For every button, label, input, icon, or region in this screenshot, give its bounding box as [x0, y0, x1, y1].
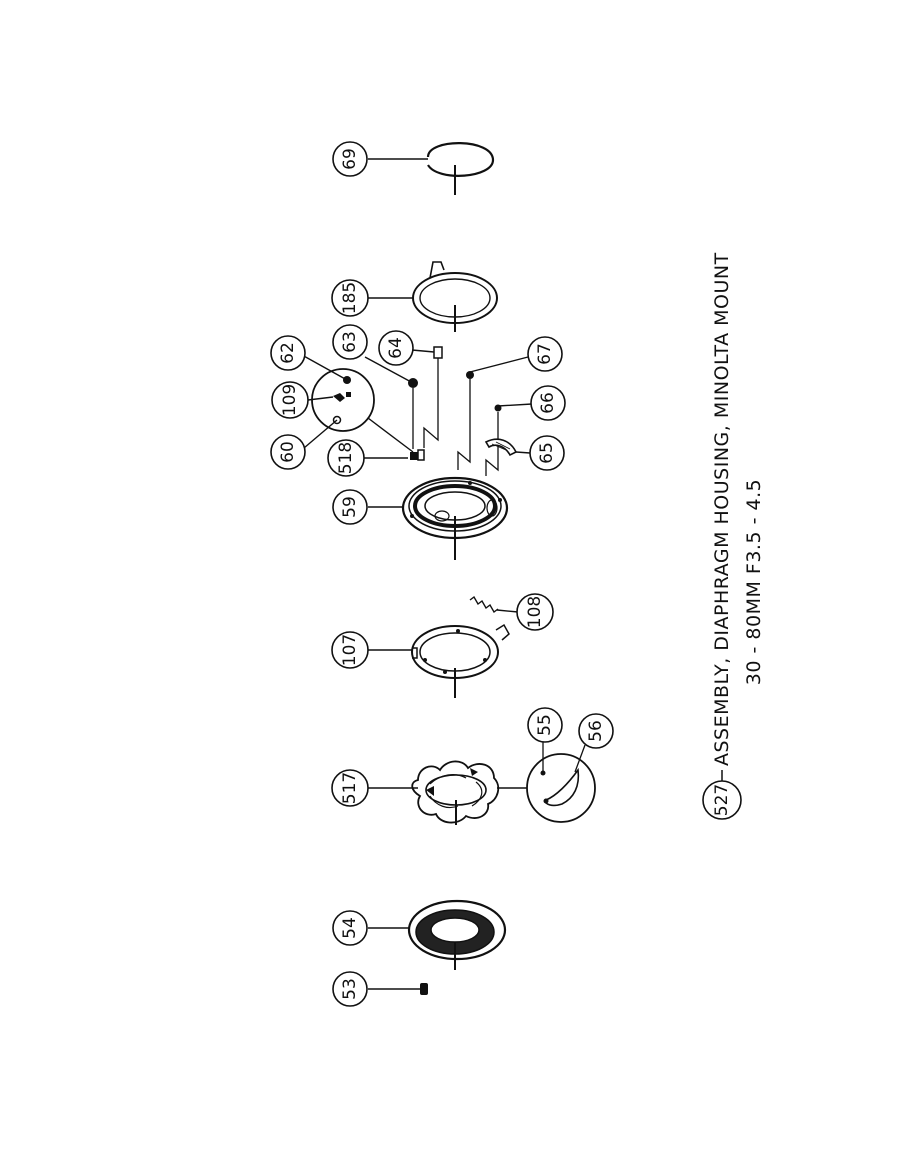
callout-108: 108 — [516, 593, 554, 631]
callout-63: 63 — [332, 324, 368, 360]
svg-text:62: 62 — [278, 342, 298, 364]
title-line-1: ASSEMBLY, DIAPHRAGM HOUSING, MINOLTA MOU… — [711, 252, 733, 766]
callout-107: 107 — [331, 631, 369, 669]
svg-text:517: 517 — [340, 772, 360, 804]
title-line-2: 30 - 80MM F3.5 - 4.5 — [743, 479, 765, 685]
callout-62: 62 — [270, 335, 306, 371]
callout-66: 66 — [530, 385, 566, 421]
callout-64: 64 — [378, 330, 414, 366]
svg-text:59: 59 — [340, 496, 360, 518]
part-69-snap-ring — [368, 142, 495, 195]
svg-text:69: 69 — [340, 148, 360, 170]
title-block: 527 ASSEMBLY, DIAPHRAGM HOUSING, MINOLTA… — [702, 252, 765, 820]
callout-518: 518 — [327, 439, 365, 477]
svg-text:108: 108 — [525, 596, 545, 628]
svg-text:63: 63 — [340, 331, 360, 353]
svg-text:66: 66 — [538, 392, 558, 414]
svg-text:65: 65 — [537, 442, 557, 464]
callout-60: 60 — [270, 434, 306, 470]
title-callout: 527 — [712, 784, 732, 816]
svg-text:64: 64 — [386, 337, 406, 359]
callout-65: 65 — [529, 435, 565, 471]
svg-text:107: 107 — [340, 634, 360, 666]
part-53-screw — [368, 983, 428, 995]
svg-text:55: 55 — [535, 714, 555, 736]
part-108-spring — [469, 595, 519, 614]
callout-54: 54 — [332, 910, 368, 946]
callout-517: 517 — [331, 769, 369, 807]
svg-text:53: 53 — [340, 978, 360, 1000]
part-185-tabbed-ring — [368, 261, 498, 332]
callout-55: 55 — [527, 707, 563, 743]
svg-text:109: 109 — [280, 384, 300, 416]
svg-text:56: 56 — [586, 720, 606, 742]
callout-53: 53 — [332, 971, 368, 1007]
callout-185: 185 — [331, 279, 369, 317]
svg-text:67: 67 — [535, 343, 555, 365]
part-107-actuating-ring — [368, 623, 510, 698]
svg-text:54: 54 — [340, 917, 360, 939]
part-54-front-ring — [368, 899, 507, 970]
part-59-diaphragm-housing — [368, 476, 509, 560]
small-parts-group — [301, 346, 533, 476]
callout-109: 109 — [271, 381, 309, 419]
svg-text:185: 185 — [340, 282, 360, 314]
svg-text:518: 518 — [336, 442, 356, 474]
callout-67: 67 — [527, 336, 563, 372]
svg-text:60: 60 — [278, 441, 298, 463]
callout-69: 69 — [332, 141, 368, 177]
part-517-diaphragm-blades — [368, 760, 528, 825]
detail-blade-55-56 — [526, 740, 596, 823]
callout-59: 59 — [332, 489, 368, 525]
callout-56: 56 — [578, 713, 614, 749]
